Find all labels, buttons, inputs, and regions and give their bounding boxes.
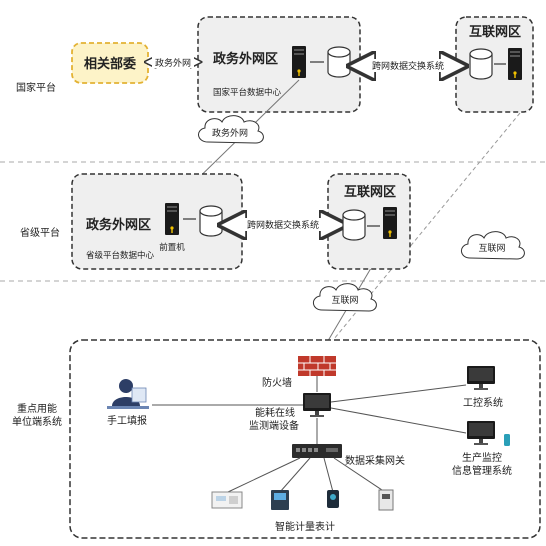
provincial-front-server-label: 前置机 [159, 242, 185, 253]
meter-link-3 [323, 457, 334, 493]
control-system-label: 工控系统 [463, 396, 503, 409]
smart-meters-label: 智能计量表计 [275, 520, 335, 533]
data-gateway-label: 数据采集网关 [345, 454, 405, 467]
provincial-exchange-label: 跨网数据交换系统 [247, 219, 319, 231]
ministry-link-label-bg [152, 56, 194, 68]
data-gateway-icon [292, 444, 342, 458]
meter-link-2 [279, 457, 311, 493]
provincial-data-center-label: 省级平台数据中心 [86, 250, 155, 261]
level-label-provincial: 省级平台 [20, 226, 60, 239]
meter-link-4 [333, 457, 386, 493]
cloud-gov-extranet-label: 政务外网 [212, 127, 248, 139]
national-exchange-label-bg [368, 59, 448, 72]
cloud-internet-mid [313, 283, 377, 312]
national-internet-database-icon [469, 48, 493, 80]
provincial-internet-zone-title: 互联网区 [344, 185, 396, 200]
related-ministries-label: 相关部委 [84, 56, 136, 72]
national-data-center-label: 国家平台数据中心 [213, 87, 282, 98]
production-system-link [330, 407, 467, 434]
production-system-label-2: 信息管理系统 [452, 464, 512, 477]
provincial-gov-zone-title: 政务外网区 [86, 217, 151, 233]
level-label-enterprise-2: 单位端系统 [12, 415, 62, 428]
provincial-internet-database-icon [342, 209, 366, 241]
enterprise-zone [69, 339, 541, 539]
national-exchange-label: 跨网数据交换系统 [372, 60, 444, 72]
cloud-internet-right-label: 互联网 [478, 243, 505, 254]
national-internet-zone-title: 互联网区 [469, 25, 521, 40]
national-internet-server-icon [508, 48, 522, 80]
manual-entry-label: 手工填报 [107, 414, 147, 427]
provincial-database-icon [199, 205, 223, 237]
meter-icon-1 [211, 491, 243, 509]
manual-entry-person-icon [107, 379, 149, 409]
provincial-internet-server-icon [383, 207, 397, 239]
production-system-label-1: 生产监控 [462, 451, 502, 464]
firewall-label: 防火墙 [262, 376, 292, 389]
meter-icon-3 [327, 490, 339, 508]
cloud-internet-mid-label: 互联网 [331, 295, 358, 306]
level-label-national: 国家平台 [16, 81, 56, 94]
meter-link-1 [227, 457, 301, 493]
level-label-enterprise-1: 重点用能 [17, 402, 57, 415]
provincial-front-server-icon [165, 203, 179, 235]
production-mobile-icon [504, 434, 510, 446]
meter-icon-4 [378, 489, 394, 511]
firewall-icon [298, 356, 336, 376]
national-database-icon [327, 46, 351, 78]
control-system-link [330, 384, 467, 403]
monitoring-device-label-1: 能耗在线 [255, 406, 295, 419]
monitoring-device-label-2: 监测端设备 [249, 419, 299, 432]
national-server-icon [292, 46, 306, 78]
cloud-internet-right [461, 231, 525, 260]
national-gov-zone-title: 政务外网区 [213, 51, 278, 67]
ministry-link-label: 政务外网 [155, 57, 191, 69]
meter-icon-2 [271, 490, 289, 510]
provincial-exchange-label-bg [240, 218, 326, 231]
internet-dashed-connection [319, 112, 521, 357]
cloud-gov-extranet [198, 115, 264, 144]
